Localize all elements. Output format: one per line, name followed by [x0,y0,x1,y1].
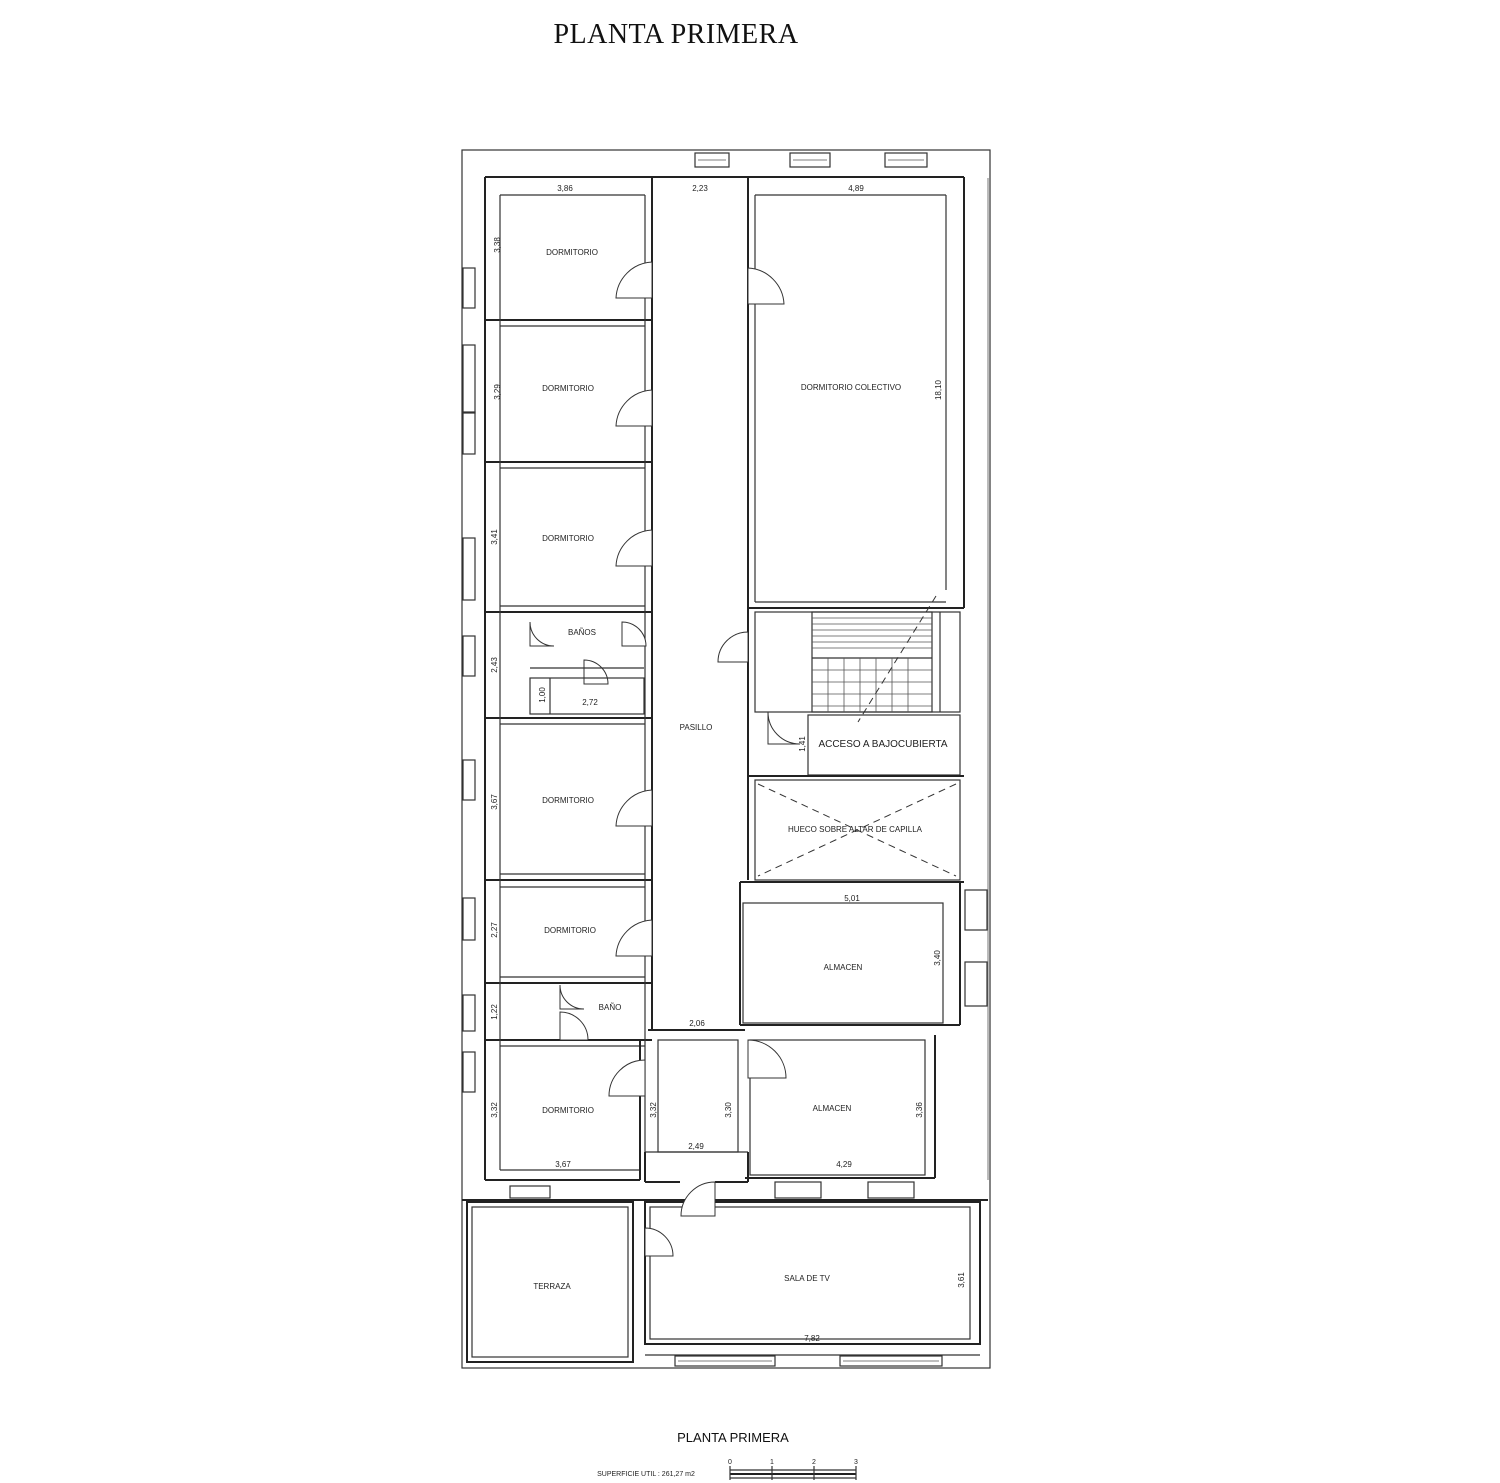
room-label-dormitorio-5: DORMITORIO [544,926,596,935]
surface-label: SUPERFICIE UTIL : 261,27 m2 [597,1471,695,1478]
banos-details [529,667,645,715]
dim-alm1-h: 3,40 [933,950,942,966]
staircase [811,595,937,723]
dim-tv-w: 7,82 [804,1334,820,1343]
scale-tick-3: 3 [854,1459,858,1466]
dim-top-right: 4,89 [848,184,864,193]
dim-banos-h: 2,43 [490,657,499,673]
dim-d3: 3,41 [490,529,499,545]
dim-pas-w: 2,06 [689,1019,705,1028]
top-windows [694,152,928,168]
room-label-hueco-capilla: HUECO SOBRE ALTAR DE CAPILLA [788,825,923,834]
dim-bano-h: 1,22 [490,1004,499,1020]
room-label-dormitorio-colectivo: DORMITORIO COLECTIVO [801,383,901,392]
dim-alm1-w: 5,01 [844,894,860,903]
dim-top-left: 3,86 [557,184,573,193]
room-label-terraza: TERRAZA [533,1282,571,1291]
void-cross [757,783,957,877]
plan-title-top: PLANTA PRIMERA [553,19,798,50]
room-label-dormitorio-6: DORMITORIO [542,1106,594,1115]
room-label-almacen-2: ALMACEN [813,1104,852,1113]
plan-title-bottom: PLANTA PRIMERA [677,1430,789,1445]
dim-d6: 3,32 [490,1102,499,1118]
dim-top-mid: 2,23 [692,184,708,193]
left-windows [462,267,476,1093]
dim-banos-small: 1,00 [538,687,547,703]
room-label-dormitorio-3: DORMITORIO [542,534,594,543]
room-label-sala-tv: SALA DE TV [784,1274,830,1283]
scale-bar: 0 1 2 3 [728,1459,858,1480]
scale-tick-0: 0 [728,1459,732,1466]
scale-tick-2: 2 [812,1459,816,1466]
room-label-banos: BAÑOS [568,628,596,637]
interior-walls [462,176,988,1363]
outer-walls [461,149,991,1369]
dim-hall-h2: 3,30 [724,1102,733,1118]
bottom-windows [509,1181,943,1367]
dim-banos-w: 2,72 [582,698,598,707]
room-label-pasillo: PASILLO [680,723,713,732]
dim-d1: 3,38 [493,237,502,253]
room-label-dormitorio-2: DORMITORIO [542,384,594,393]
dim-hall-h1: 3,32 [649,1102,658,1118]
dim-d2: 3,29 [493,384,502,400]
dim-d4: 3,67 [490,794,499,810]
dim-hall-w: 2,49 [688,1142,704,1151]
scale-tick-1: 1 [770,1459,774,1466]
dim-tv-h: 3,61 [957,1272,966,1288]
dim-d5: 2,27 [490,922,499,938]
room-label-dormitorio-4: DORMITORIO [542,796,594,805]
dim-colectivo-h: 18,10 [934,379,943,400]
right-windows [964,889,988,1007]
room-label-almacen-1: ALMACEN [824,963,863,972]
room-label-bano: BAÑO [599,1003,622,1012]
room-label-acceso-bajocubierta: ACCESO A BAJOCUBIERTA [818,739,947,750]
dim-d6-w: 3,67 [555,1160,571,1169]
doors [529,261,801,1257]
dimension-labels: 3,86 2,23 4,89 3,38 3,29 3,41 2,43 1,00 … [490,184,966,1343]
dim-alm2-h: 3,36 [915,1102,924,1118]
dim-acceso-h: 1,41 [798,736,807,752]
dim-alm2-w: 4,29 [836,1160,852,1169]
room-label-dormitorio-1: DORMITORIO [546,248,598,257]
room-labels: DORMITORIO DORMITORIO DORMITORIO BAÑOS D… [533,248,948,1291]
